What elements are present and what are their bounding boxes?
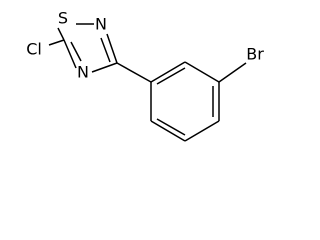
- bonds: [48, 23, 247, 142]
- bond-c3-phenyl: [116, 62, 152, 83]
- bond-ph1-ph2: [150, 61, 186, 83]
- bond-n4-c5: [63, 39, 77, 69]
- atom-nitrogen-2: N: [95, 15, 107, 34]
- bond-ph2-ph3: [184, 61, 220, 83]
- bond-c5-cl: [48, 39, 65, 46]
- atom-bromine: Br: [246, 45, 264, 64]
- bond-ph4-ph5: [184, 120, 220, 142]
- bond-s1-c5: [57, 27, 65, 41]
- bond-ph1-ph2-inner: [156, 67, 186, 85]
- bond-n2-c3-inner: [100, 37, 111, 63]
- bond-ph5-ph6-inner: [156, 118, 186, 136]
- bond-c3-n4: [91, 62, 118, 73]
- atom-nitrogen-4: N: [77, 63, 89, 82]
- atom-sulfur: S: [58, 9, 68, 28]
- bond-n2-c3: [106, 33, 118, 64]
- atom-labels: S N N Cl Br: [26, 9, 264, 82]
- bond-ph3-br: [218, 62, 247, 83]
- bond-ph5-ph6: [150, 120, 186, 142]
- bond-n4-c5-inner: [70, 41, 82, 62]
- atom-chlorine: Cl: [26, 40, 42, 59]
- chemical-structure: S N N Cl Br: [26, 9, 264, 142]
